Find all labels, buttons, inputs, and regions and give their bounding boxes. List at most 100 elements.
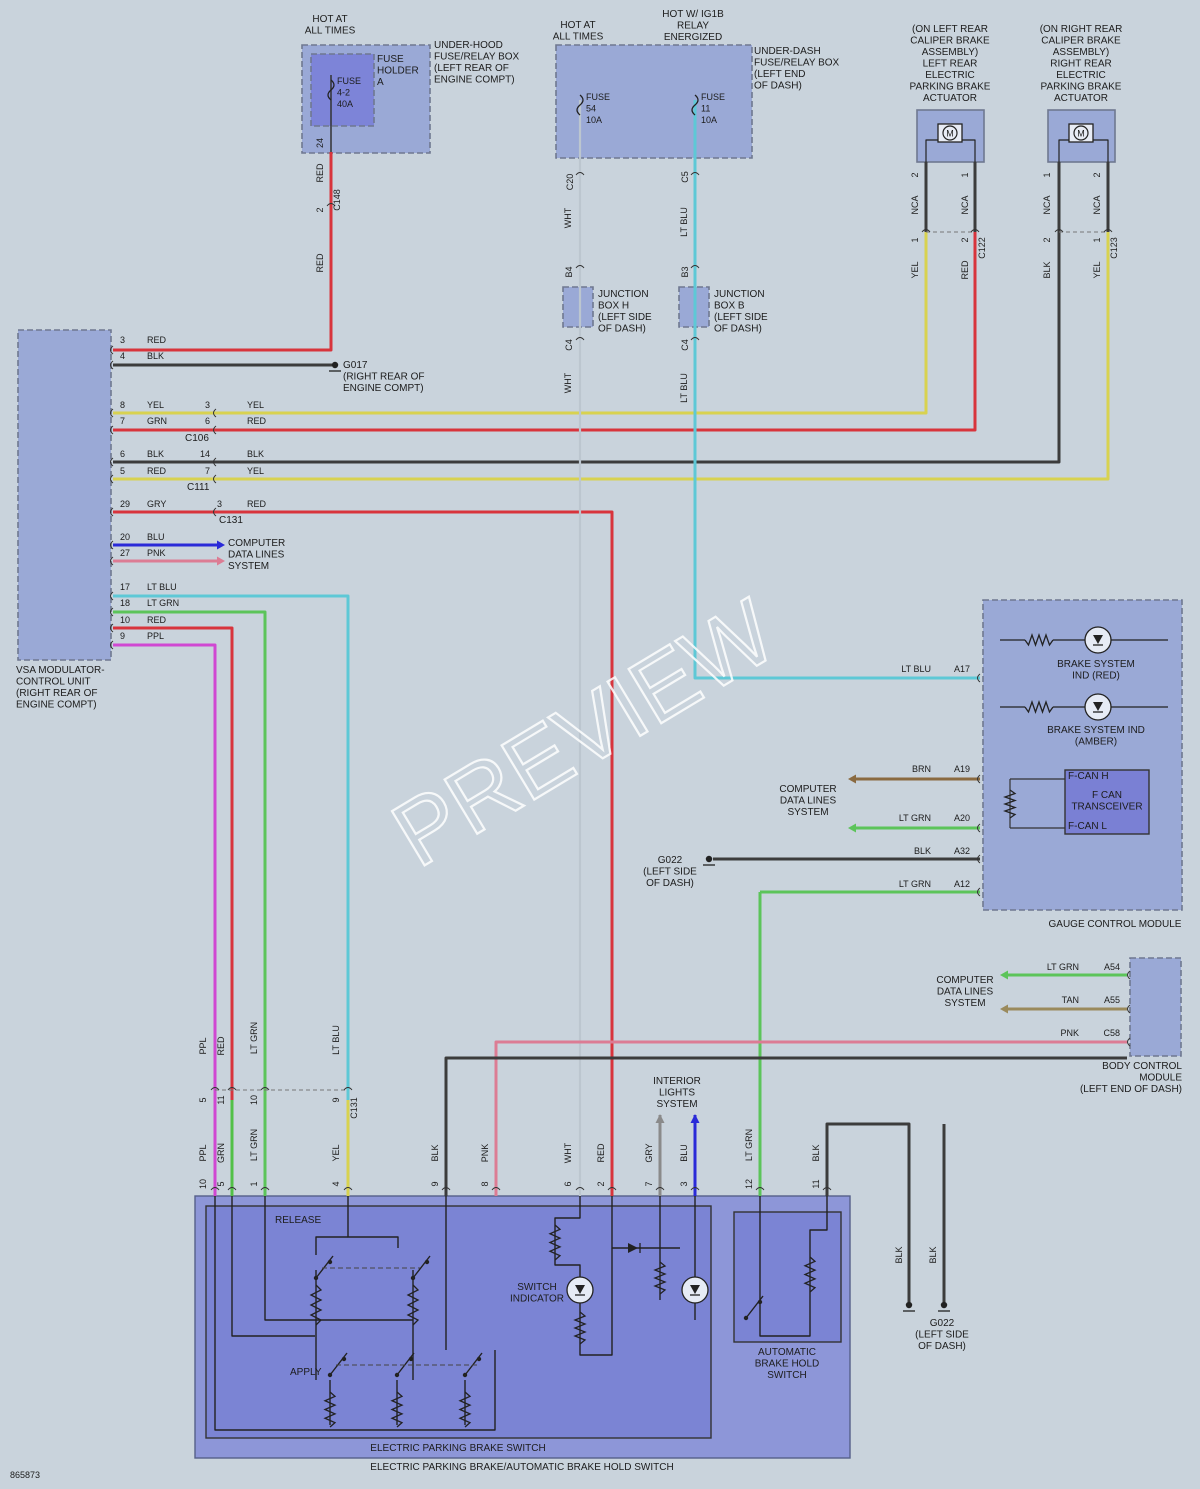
left-motor-m: M xyxy=(946,129,954,139)
vlabel-sp1: 1 xyxy=(249,1181,259,1186)
vlabel-c131_ppl: PPL xyxy=(198,1037,208,1054)
wire-sw11-blk xyxy=(825,1122,911,1302)
vlabel-p24: 24 xyxy=(315,138,325,148)
c148-label: C148 xyxy=(332,189,342,211)
vlabel-sw_ltgrn2: LT GRN xyxy=(744,1129,754,1161)
pin-h-11 xyxy=(110,623,114,633)
vlabel-sw_grn: GRN xyxy=(216,1143,226,1163)
vlabel-sp8: 8 xyxy=(480,1181,490,1186)
switch-trace-0 xyxy=(214,1196,496,1431)
act-lead-a1 xyxy=(1058,139,1069,162)
lamp-brake-amber-diode xyxy=(1093,702,1103,711)
left-motor-circle xyxy=(942,125,958,141)
vsa-label: VSA MODULATOR-CONTROL UNIT(RIGHT REAR OF… xyxy=(16,665,105,711)
wire-vsa10-red xyxy=(113,626,234,1196)
vsa-wire-10: LT GRN xyxy=(147,598,179,608)
pin-c-7 xyxy=(343,1187,353,1191)
pin-c-19 xyxy=(1103,229,1113,233)
act-lead-a0 xyxy=(925,139,938,162)
apply-label: APPLY xyxy=(290,1367,322,1378)
wire-vsa17-ltblu xyxy=(113,594,350,1196)
fuse-54-element xyxy=(576,94,584,116)
vlabel-ra_blk: BLK xyxy=(1042,261,1052,278)
mid-pin-2: 14 xyxy=(200,449,210,459)
wire-vsa5-yel xyxy=(113,232,1110,481)
pin-c-16 xyxy=(921,229,931,233)
pin-c-6 xyxy=(260,1187,270,1191)
gauge-wire-2: LT GRN xyxy=(899,813,931,823)
pin-v-2 xyxy=(690,265,700,269)
c5-label: C5 xyxy=(680,171,690,183)
pin-c-4 xyxy=(210,1187,220,1191)
vlabel-red_b: RED xyxy=(315,253,325,273)
vsa-pin-10: 18 xyxy=(120,598,130,608)
vsa-wire-8: PNK xyxy=(147,548,166,558)
vlabel-p2: 2 xyxy=(315,207,325,212)
lamp-interior-diode xyxy=(690,1285,700,1294)
vlabel-sp3: 3 xyxy=(679,1181,689,1186)
res-brake-red xyxy=(1024,633,1054,647)
vsa-pin-11: 10 xyxy=(120,615,130,625)
vsa-wire-4: BLK xyxy=(147,449,164,459)
vlabel-sp4: 4 xyxy=(331,1181,341,1186)
vlabel-la_2b: 2 xyxy=(960,237,970,242)
bcm-pin-1: A55 xyxy=(1104,995,1120,1005)
sw-auto-hold-blade xyxy=(745,1295,764,1319)
vlabel-ra_1b: 1 xyxy=(1092,237,1102,242)
res-apply-2 xyxy=(390,1391,404,1428)
res-release-2 xyxy=(406,1284,420,1326)
pin-h-21 xyxy=(977,854,981,864)
wire-vsa3-red xyxy=(113,152,333,352)
pin-h-3 xyxy=(110,425,114,435)
wire-vsa9-ppl xyxy=(113,643,217,1196)
wire-fuse11-ltblu xyxy=(693,100,980,680)
diagram-id: 865873 xyxy=(10,1470,40,1480)
gauge-wire-4: LT GRN xyxy=(899,879,931,889)
auto-hold-switch-box xyxy=(733,1211,842,1343)
g017-ground-dot xyxy=(331,361,339,369)
gauge-pin-3: A32 xyxy=(954,846,970,856)
fcan-h-label: F-CAN H xyxy=(1068,771,1109,782)
g022b-ground2-dot xyxy=(940,1301,948,1309)
fcan-transceiver xyxy=(1064,769,1150,835)
vlabel-sw_ltgrn: LT GRN xyxy=(249,1129,259,1161)
right-motor-m: M xyxy=(1077,129,1085,139)
c111-label: C111 xyxy=(187,482,210,493)
pin-h-24 xyxy=(1127,1004,1131,1014)
vlabel-sp12: 12 xyxy=(744,1179,754,1189)
vlabel-sp10: 10 xyxy=(198,1179,208,1189)
vsa-pin-2: 8 xyxy=(120,400,125,410)
pin-c-11 xyxy=(607,1187,617,1191)
sw-apply-1-blade xyxy=(329,1352,348,1376)
bcm-pin-2: C58 xyxy=(1103,1028,1120,1038)
lamp-switch-indicator-diode xyxy=(575,1285,585,1294)
gauge-pin-4: A12 xyxy=(954,879,970,889)
gauge-pin-0: A17 xyxy=(954,664,970,674)
c4-label-a: C4 xyxy=(564,339,574,351)
vlabel-sp7: 7 xyxy=(644,1181,654,1186)
mid-pin-1: 6 xyxy=(205,416,210,426)
vsa-wire-6: GRY xyxy=(147,499,166,509)
sw-apply-3-blade xyxy=(464,1352,483,1376)
arrow-sw3 xyxy=(690,1114,700,1123)
vlabel-c131_10: 10 xyxy=(249,1095,259,1105)
bcm-wire-2: PNK xyxy=(1060,1028,1079,1038)
vlabel-sw_gry: GRY xyxy=(644,1143,654,1162)
wire-vsa18-ltgrn xyxy=(113,610,267,1196)
underdash-fuse-box xyxy=(555,44,753,159)
pin-c-9 xyxy=(491,1187,501,1191)
vlabel-sp2: 2 xyxy=(596,1181,606,1186)
vsa-wire-5: RED xyxy=(147,466,167,476)
vlabel-sw_yel: YEL xyxy=(331,1144,341,1161)
